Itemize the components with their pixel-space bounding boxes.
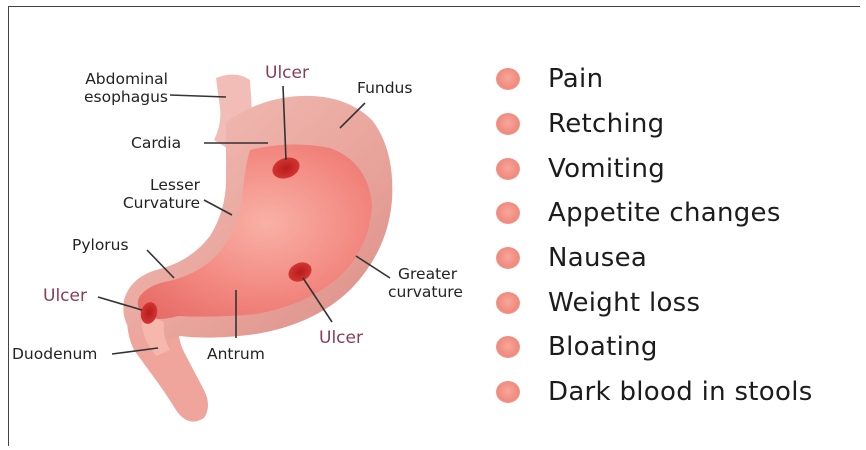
bullet-dot-icon bbox=[496, 247, 520, 269]
label-cardia: Cardia bbox=[131, 134, 181, 152]
bullet-dot-icon bbox=[496, 158, 520, 180]
label-ulcer-top: Ulcer bbox=[265, 64, 309, 82]
bullet-dot-icon bbox=[496, 292, 520, 314]
symptom-item: Nausea bbox=[496, 236, 813, 281]
symptom-label: Weight loss bbox=[548, 288, 700, 318]
label-abdominal-esophagus: Abdominal esophagus bbox=[40, 70, 168, 106]
bullet-dot-icon bbox=[496, 202, 520, 224]
label-lesser-curvature: Lesser Curvature bbox=[88, 176, 200, 212]
leader-abdominal-esophagus bbox=[170, 95, 226, 97]
symptom-label: Bloating bbox=[548, 332, 658, 362]
label-lesser-curvature-line2: Curvature bbox=[88, 194, 200, 212]
bullet-dot-icon bbox=[496, 113, 520, 135]
symptom-item: Weight loss bbox=[496, 280, 813, 325]
symptom-label: Nausea bbox=[548, 243, 647, 273]
label-lesser-curvature-line1: Lesser bbox=[88, 176, 200, 194]
symptom-item: Dark blood in stools bbox=[496, 370, 813, 415]
symptom-item: Bloating bbox=[496, 325, 813, 370]
symptom-item: Vomiting bbox=[496, 146, 813, 191]
label-ulcer-bottom: Ulcer bbox=[319, 329, 363, 347]
symptom-list: Pain Retching Vomiting Appetite changes … bbox=[496, 57, 813, 415]
label-greater-curvature-line2: curvature bbox=[388, 283, 463, 301]
bullet-dot-icon bbox=[496, 381, 520, 403]
bullet-dot-icon bbox=[496, 68, 520, 90]
symptom-label: Vomiting bbox=[548, 154, 665, 184]
label-abdominal-esophagus-line2: esophagus bbox=[40, 88, 168, 106]
symptom-item: Pain bbox=[496, 57, 813, 102]
label-duodenum: Duodenum bbox=[12, 345, 97, 363]
symptom-item: Appetite changes bbox=[496, 191, 813, 236]
label-ulcer-left: Ulcer bbox=[43, 287, 87, 305]
label-greater-curvature: Greater curvature bbox=[388, 265, 463, 301]
label-fundus: Fundus bbox=[357, 79, 412, 97]
label-pylorus: Pylorus bbox=[72, 236, 129, 254]
bullet-dot-icon bbox=[496, 336, 520, 358]
label-antrum: Antrum bbox=[207, 345, 265, 363]
symptom-label: Retching bbox=[548, 109, 664, 139]
label-greater-curvature-line1: Greater bbox=[388, 265, 463, 283]
symptom-label: Appetite changes bbox=[548, 198, 781, 228]
label-abdominal-esophagus-line1: Abdominal bbox=[40, 70, 168, 88]
symptom-item: Retching bbox=[496, 102, 813, 147]
symptom-label: Pain bbox=[548, 64, 603, 94]
symptom-label: Dark blood in stools bbox=[548, 377, 813, 407]
